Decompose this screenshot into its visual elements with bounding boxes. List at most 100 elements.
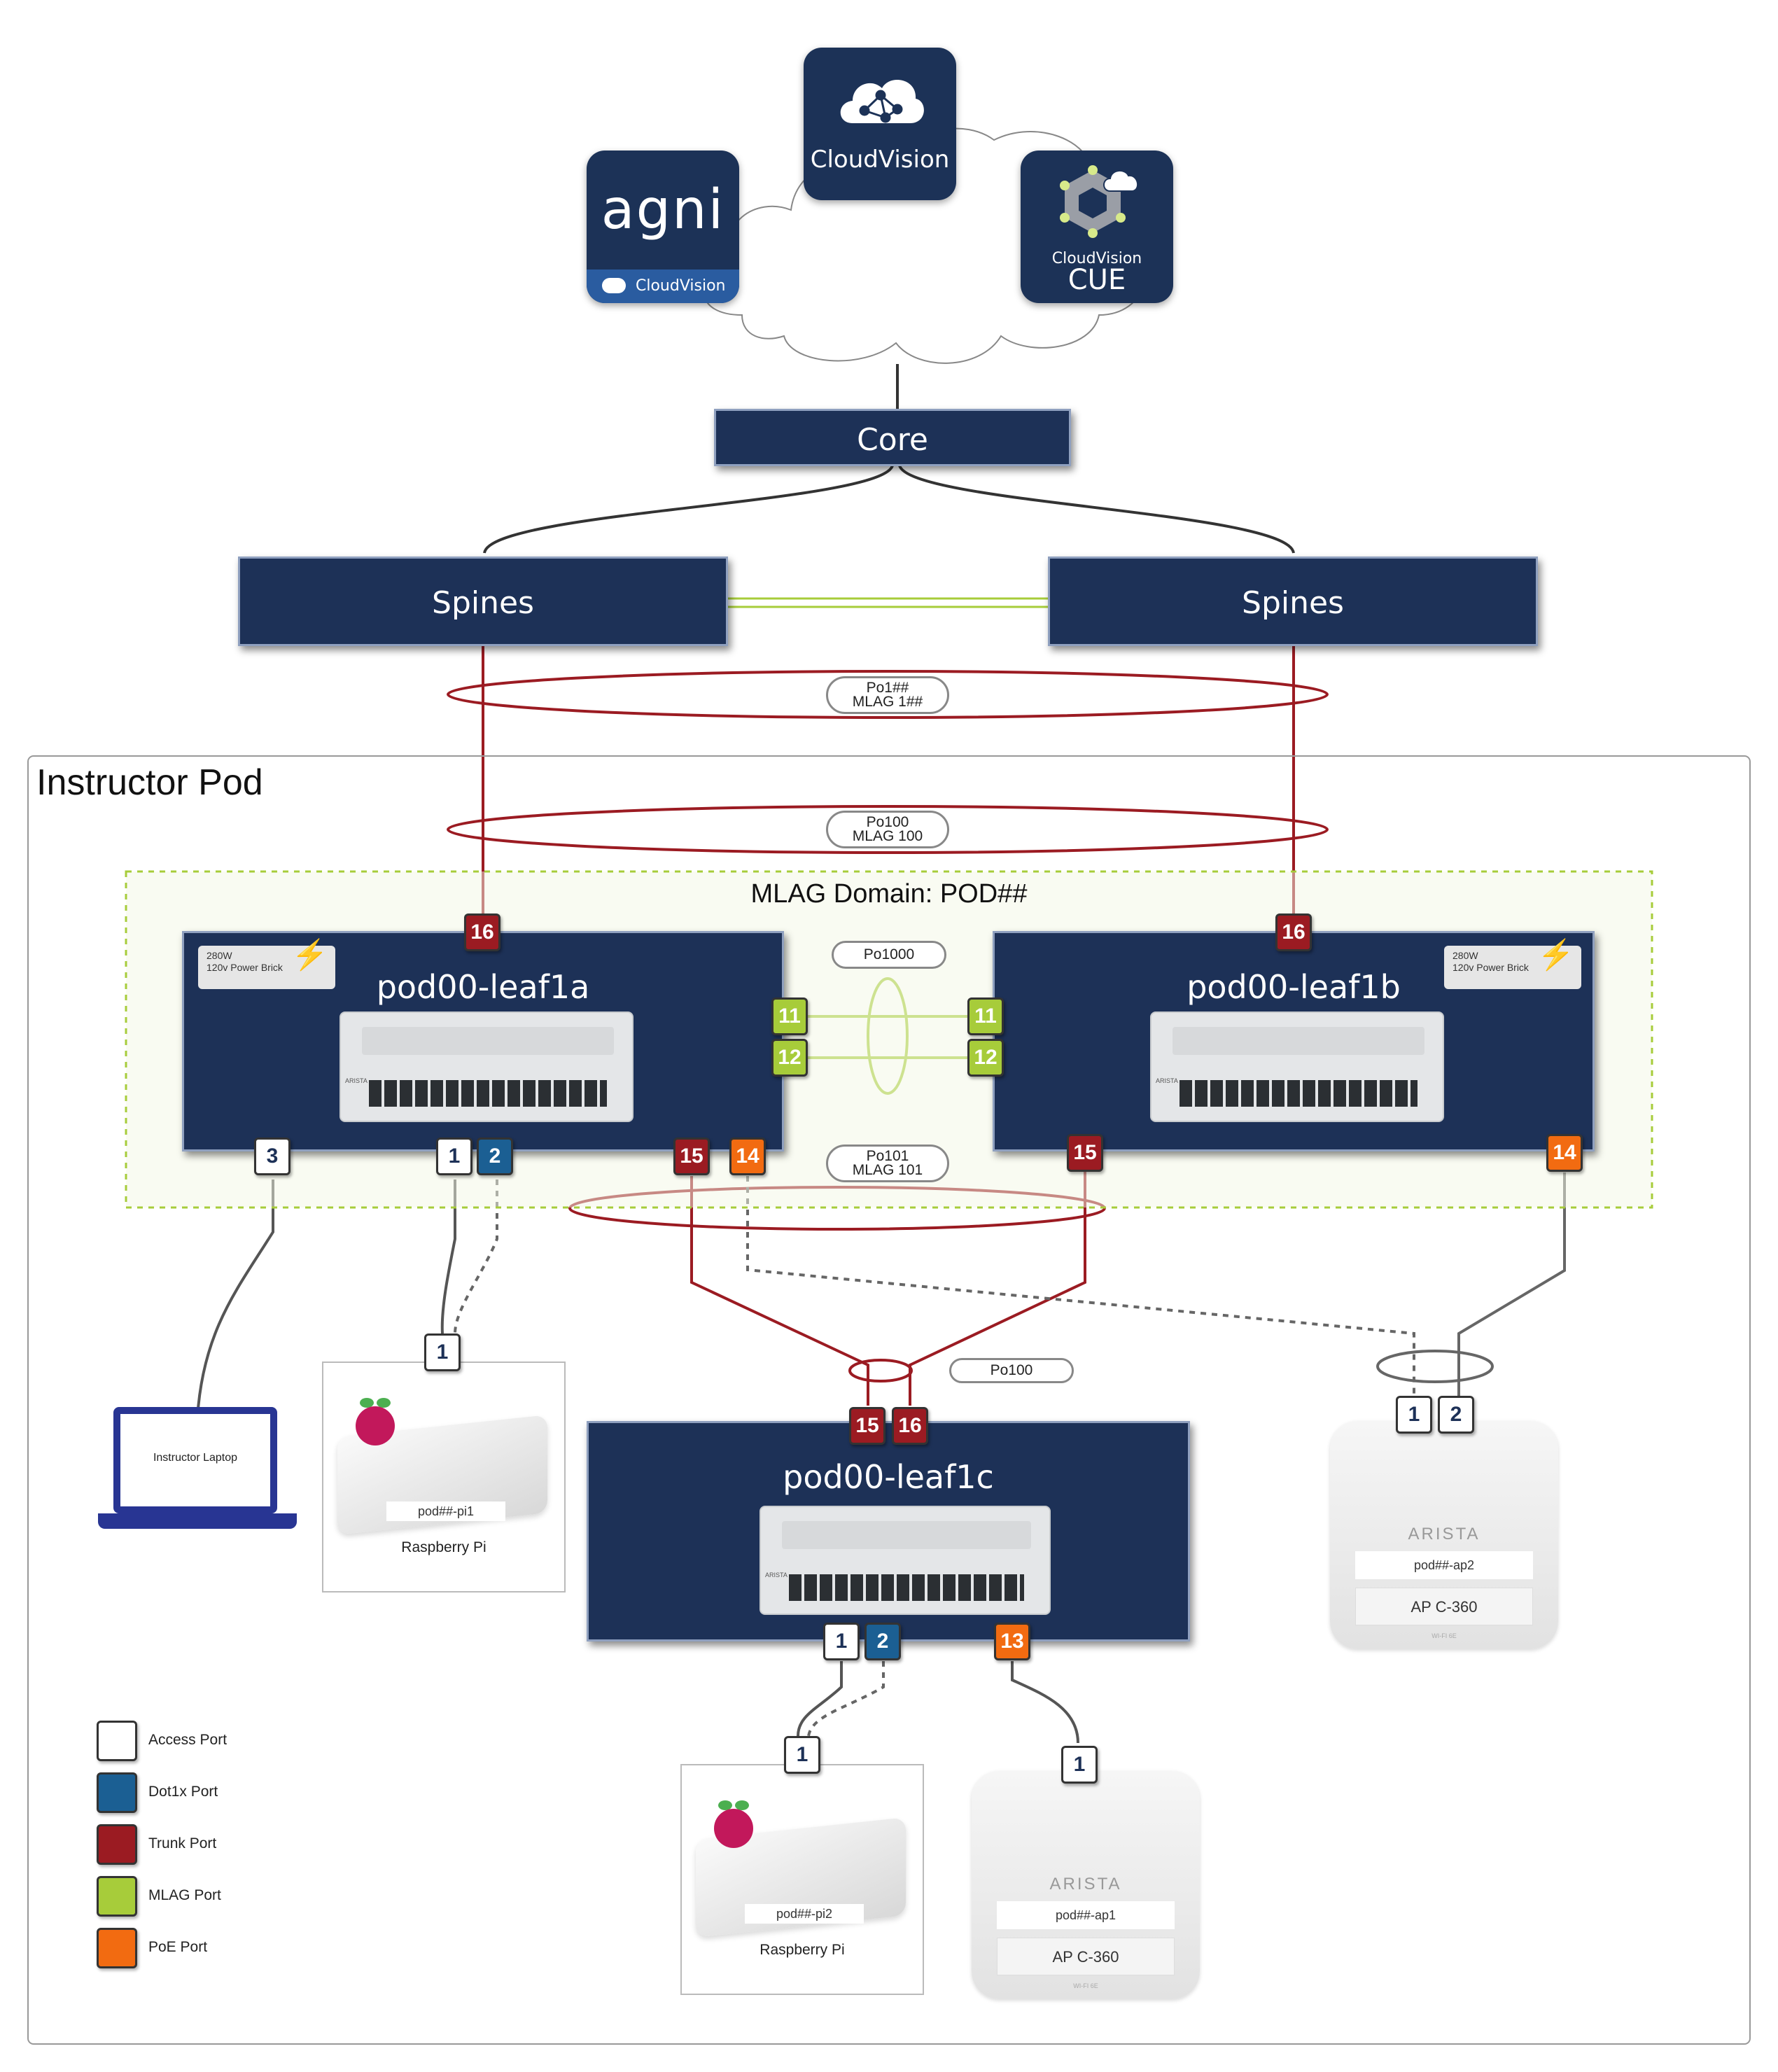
raspberry-icon [354,1398,398,1447]
ap2-port-1[interactable]: 1 [1396,1396,1432,1434]
spine-right: Spines [1048,556,1538,646]
leaf1a-brick-line2: 120v Power Brick [206,962,283,973]
leaf1a-port-15[interactable]: 15 [673,1138,710,1175]
leaf1b-node: 280W 120v Power Brick ⚡ pod00-leaf1b ARI… [993,931,1595,1152]
spine-left-label: Spines [432,585,534,621]
spine-left: Spines [238,556,728,646]
leaf1a-port-12[interactable]: 12 [771,1039,808,1077]
ap1-port-1[interactable]: 1 [1061,1746,1098,1784]
switch-ports [369,1080,607,1107]
leaf1a-port-1[interactable]: 1 [436,1138,472,1175]
pi1-port-1[interactable]: 1 [424,1334,461,1371]
pi2-port-1[interactable]: 1 [784,1736,820,1774]
po-peerlink-label: Po1000 [832,941,946,969]
lightning-icon: ⚡ [291,938,328,971]
ap1-brand: ARISTA [1049,1875,1122,1893]
legend-swatch-access [97,1721,137,1761]
legend-label: Access Port [148,1732,227,1748]
switch-ports [789,1574,1024,1601]
switch-brand: ARISTA [765,1572,788,1578]
laptop-base [98,1513,297,1529]
pod-title: Instructor Pod [36,762,263,803]
ap1-device: ARISTA pod##-ap1 AP C-360 WI-FI 6E [972,1771,1200,1999]
lightning-icon: ⚡ [1537,938,1574,971]
pi1-label: Raspberry Pi [401,1539,486,1555]
instructor-laptop: Instructor Laptop [98,1407,297,1530]
leaf1a-port-11[interactable]: 11 [771,997,808,1035]
po-leaf1c-line1: Po100 [990,1362,1033,1378]
laptop-label: Instructor Laptop [153,1452,238,1464]
cloudvision-label: CloudVision [810,146,950,174]
agni-tile: agni CloudVision [587,150,739,303]
ap2-port-2[interactable]: 2 [1438,1396,1474,1434]
po-leaf1c-label: Po100 [949,1358,1074,1383]
leaf1a-port-3[interactable]: 3 [254,1138,290,1175]
switch-brand: ARISTA [345,1077,368,1084]
po-leafdown-line1: Po101 [866,1148,909,1164]
leaf1b-switch-image: ARISTA [1150,1011,1444,1122]
leaf1a-brick-line1: 280W [206,950,232,961]
legend-swatch-trunk [97,1824,137,1865]
leaf1b-brick-line1: 280W [1452,950,1478,961]
leaf1a-port-14[interactable]: 14 [729,1138,766,1175]
core-label: Core [857,422,928,458]
po-spine-label: Po1## MLAG 1## [826,676,949,714]
pi2-hostname: pod##-pi2 [745,1904,864,1924]
leaf1c-port-15[interactable]: 15 [849,1407,886,1445]
switch-brand: ARISTA [1156,1077,1178,1084]
raspberry-icon [713,1800,756,1849]
laptop-screen [113,1407,277,1513]
agni-subtitle: CloudVision [636,277,726,295]
ap1-model: AP C-360 [997,1938,1175,1975]
cue-line1: CloudVision [1051,250,1142,267]
leaf1a-port-2[interactable]: 2 [477,1138,513,1175]
leaf1c-port-2[interactable]: 2 [864,1623,901,1660]
spine-right-label: Spines [1242,585,1344,621]
leaf1b-port-14[interactable]: 14 [1546,1134,1583,1172]
leaf1b-port-16[interactable]: 16 [1275,913,1312,951]
leaf1c-port-1[interactable]: 1 [823,1623,860,1660]
po-pod-line1: Po100 [866,814,909,830]
leaf1b-port-12[interactable]: 12 [967,1039,1004,1077]
legend-label: Trunk Port [148,1835,217,1851]
po-leafdown-line2: MLAG 101 [852,1162,923,1178]
cue-line2: CUE [1068,264,1126,296]
legend-label: MLAG Port [148,1887,221,1903]
cloudvision-logo-icon [840,80,924,123]
cloudvision-tile: CloudVision [804,48,956,200]
ap2-brand: ARISTA [1408,1525,1480,1544]
switch-ports [1180,1080,1418,1107]
core-node: Core [714,409,1071,466]
po-leafdown-label: Po101 MLAG 101 [826,1144,949,1182]
po-spine-line1: Po1## [866,680,909,696]
pi2-label: Raspberry Pi [760,1942,845,1958]
ap1-tag: WI-FI 6E [1073,1982,1098,1989]
mlag-domain-label: MLAG Domain: POD## [750,879,1028,909]
leaf1c-port-13[interactable]: 13 [994,1623,1030,1660]
pi1-hostname: pod##-pi1 [386,1502,505,1521]
leaf1a-power-brick: 280W 120v Power Brick ⚡ [198,938,335,989]
leaf1b-port-11[interactable]: 11 [967,997,1004,1035]
leaf1c-port-16[interactable]: 16 [892,1407,928,1445]
pi2-card: pod##-pi2 Raspberry Pi [680,1764,924,1995]
po-spine-line2: MLAG 1## [852,694,923,710]
legend-swatch-mlag [97,1876,137,1917]
po-pod-line2: MLAG 100 [852,828,923,844]
ap2-tag: WI-FI 6E [1432,1632,1457,1639]
legend-label: PoE Port [148,1939,208,1955]
ap2-model: AP C-360 [1355,1588,1533,1625]
pi1-card: pod##-pi1 Raspberry Pi [322,1362,566,1592]
legend-label: Dot1x Port [148,1784,218,1800]
leaf1b-port-15[interactable]: 15 [1067,1134,1103,1172]
cloudvision-small-icon [602,278,626,293]
leaf1b-brick-line2: 120v Power Brick [1452,962,1529,973]
legend-swatch-dot1x [97,1772,137,1813]
leaf1b-power-brick: 280W 120v Power Brick ⚡ [1444,938,1581,989]
agni-title: agni [601,178,725,241]
po-pod-label: Po100 MLAG 100 [826,811,949,848]
leaf1a-name: pod00-leaf1a [376,968,590,1006]
leaf1a-port-16[interactable]: 16 [464,913,500,951]
ap1-hostname: pod##-ap1 [997,1901,1175,1929]
agni-subtitle-bar: CloudVision [587,270,739,303]
leaf1a-switch-image: ARISTA [340,1011,634,1122]
